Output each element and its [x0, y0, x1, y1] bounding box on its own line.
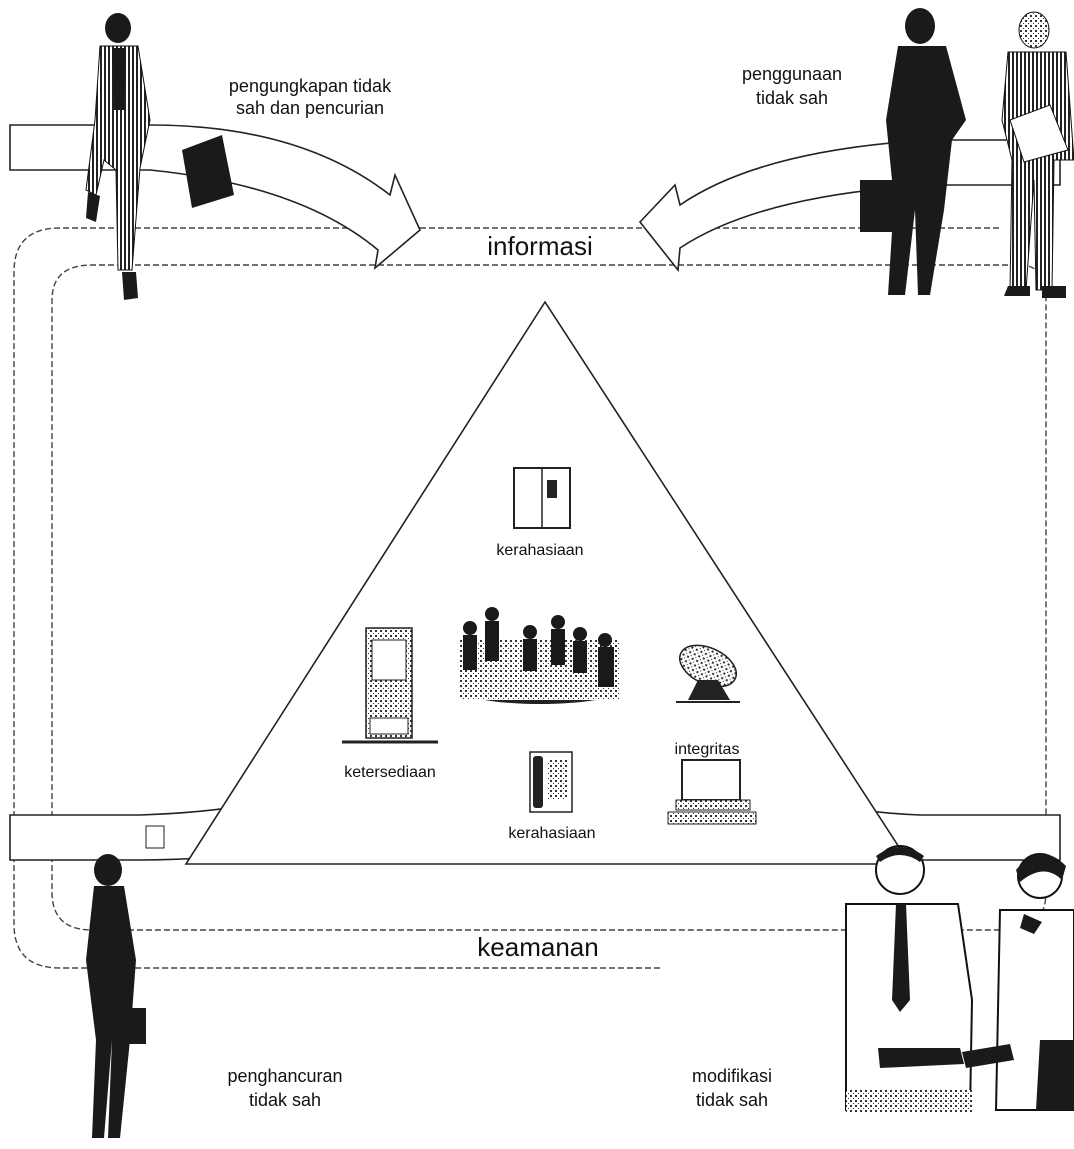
server-icon	[342, 627, 438, 744]
casual-man-figure	[1001, 11, 1074, 298]
handshake-figures	[845, 845, 1074, 1112]
threat-label-bottom-left-1: penghancuran	[227, 1066, 342, 1086]
woman-figure	[86, 825, 165, 1138]
satellite-dish-icon	[676, 644, 740, 703]
arrow-top-right	[638, 139, 1061, 273]
threat-label-top-right-2: tidak sah	[756, 88, 828, 108]
safe-icon	[513, 467, 571, 529]
threat-label-bottom-left-2: tidak sah	[249, 1090, 321, 1110]
threat-label-bottom-right-2: tidak sah	[696, 1090, 768, 1110]
band-label-informasi: informasi	[487, 231, 592, 261]
triangle-label-bottom: kerahasiaan	[508, 825, 595, 842]
businessman-figure	[860, 8, 966, 295]
threat-label-top-left-2: sah dan pencurian	[236, 98, 384, 118]
triangle-label-top: kerahasiaan	[496, 542, 583, 559]
computer-icon	[667, 759, 757, 825]
triangle-label-left: ketersediaan	[344, 764, 436, 781]
threat-label-bottom-right-1: modifikasi	[692, 1066, 772, 1086]
threat-label-top-right-1: penggunaan	[742, 64, 842, 84]
band-label-keamanan: keamanan	[477, 932, 598, 962]
triangle-label-right: integritas	[675, 741, 740, 758]
threat-label-top-left-1: pengungkapan tidak	[229, 76, 392, 96]
telephone-icon	[529, 751, 573, 813]
meeting-icon	[460, 607, 620, 704]
running-man-figure	[85, 13, 234, 300]
